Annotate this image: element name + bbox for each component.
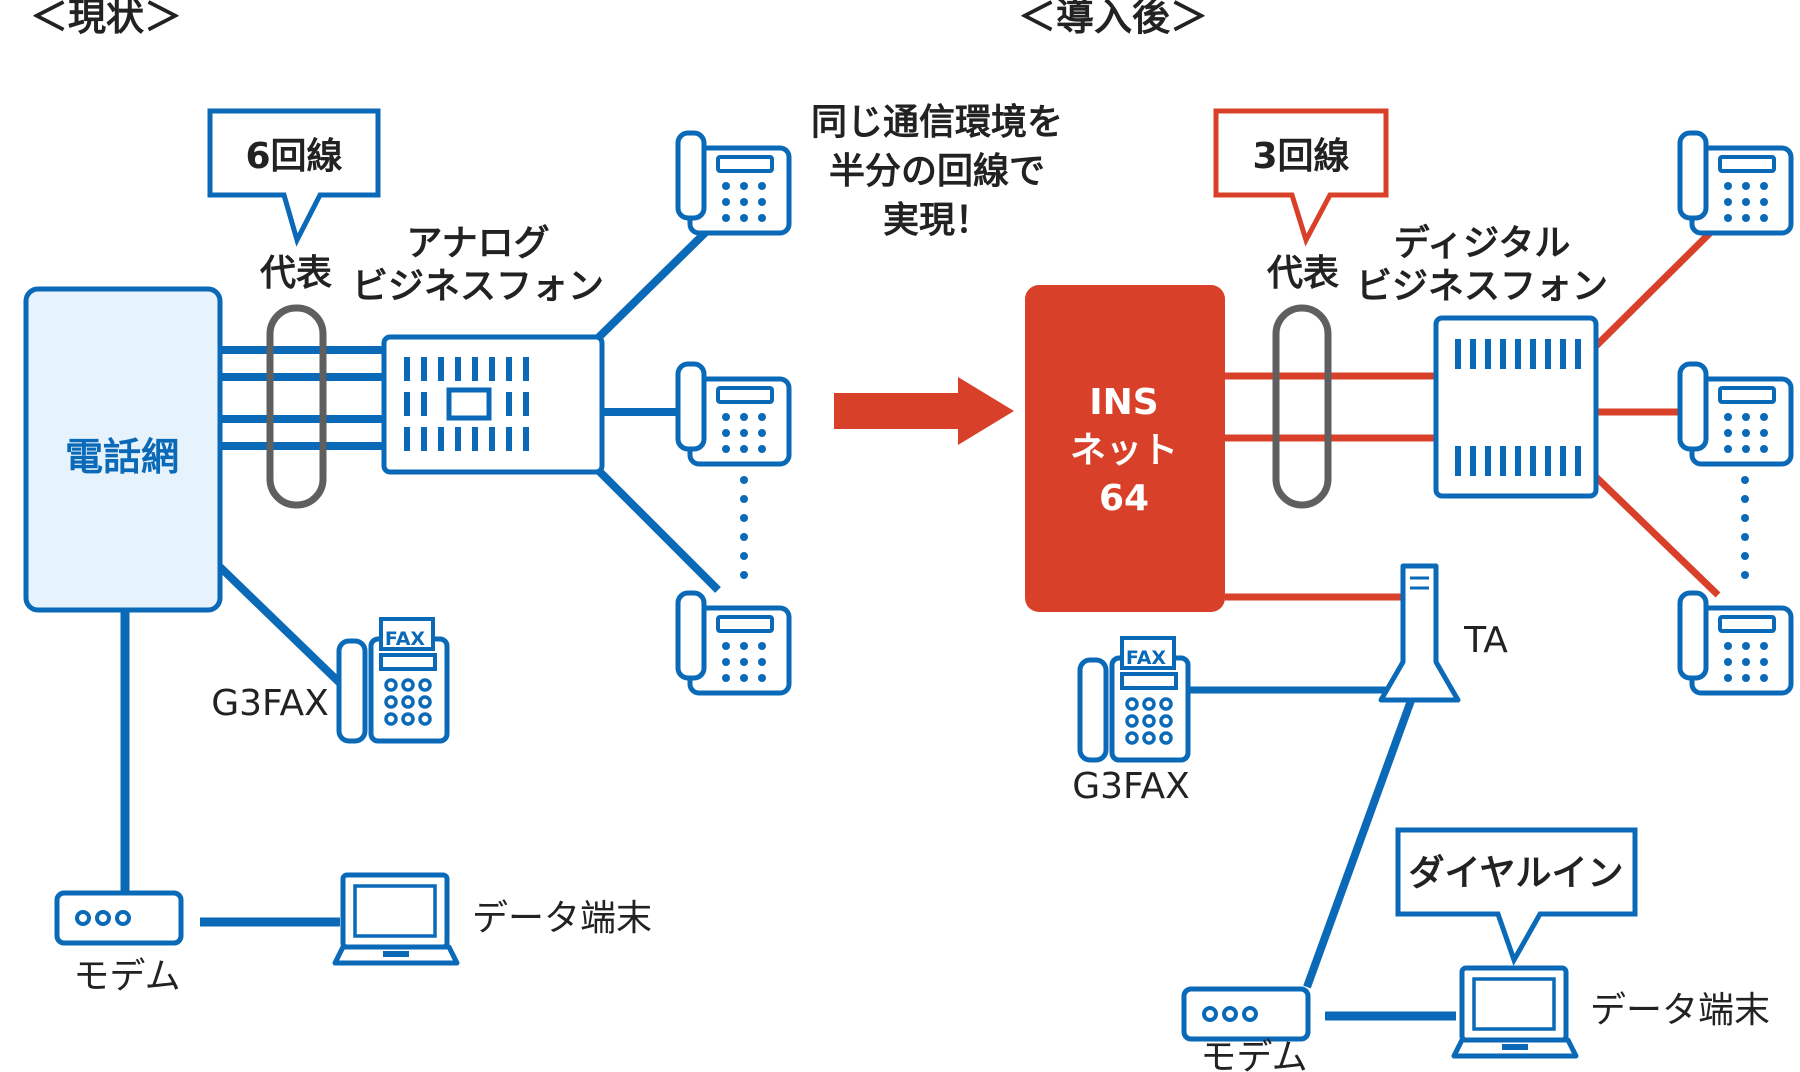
before-terminal-icon [335, 875, 457, 963]
after-fax-label: G3FAX [1072, 766, 1190, 807]
after-daihyo-label: 代表 [1266, 253, 1339, 294]
before-fax-label: G3FAX [211, 683, 329, 724]
message-line2: 半分の回線で [829, 151, 1045, 192]
after-terminal-icon [1454, 968, 1576, 1056]
transition-arrow [834, 377, 1014, 445]
before-heading: ＜現状＞ [30, 0, 182, 39]
before-modem-label: モデム [73, 956, 180, 997]
before-terminal-label: データ端末 [472, 898, 652, 939]
after-modem-line [1303, 693, 1417, 989]
before-network-label: 電話網 [65, 435, 179, 479]
after-pbx-slots [1455, 339, 1581, 476]
after-network-line1: INS [1089, 382, 1158, 423]
before-phone-system-line1: アナログ [406, 223, 549, 264]
after-modem-icon [1184, 989, 1308, 1039]
after-phone-system-line1: ディジタル [1394, 222, 1571, 264]
after-terminal-label: データ端末 [1590, 990, 1770, 1031]
before-phone-system-line2: ビジネスフォン [352, 266, 604, 307]
after-fax-icon-text: FAX [1126, 647, 1167, 669]
after-phone-2 [1680, 364, 1791, 464]
after-heading: ＜導入後＞ [1018, 0, 1208, 39]
before-pbx-slots [404, 357, 529, 451]
before-fax-line [217, 564, 348, 691]
before-bundle-ring [266, 304, 327, 509]
after-ta-label: TA [1463, 620, 1508, 661]
after-ta-icon [1378, 563, 1461, 703]
after-ins-net-box [1025, 285, 1225, 612]
after-network-line2: ネット [1070, 430, 1178, 471]
message-line1: 同じ通信環境を [811, 102, 1063, 143]
after-dialin-callout-bubble [1395, 827, 1638, 967]
before-fax-icon-text: FAX [385, 628, 426, 650]
after-phone-system-line2: ビジネスフォン [1356, 266, 1608, 307]
message-line3: 実現！ [883, 200, 991, 241]
after-callout-text: 3回線 [1252, 136, 1349, 177]
before-phone-2 [678, 364, 789, 464]
after-bundle-ring [1272, 304, 1332, 509]
after-phone-3 [1680, 593, 1791, 693]
before-phone-3 [678, 593, 789, 693]
before-pbx-center [446, 387, 492, 421]
before-telephone-network-box [23, 286, 223, 613]
after-phone-ellipsis [1741, 476, 1749, 579]
before-extension-lines [595, 225, 721, 593]
before-daihyo-label: 代表 [259, 253, 332, 294]
after-callout-bubble [1213, 108, 1389, 247]
after-dialin-callout-text: ダイヤルイン [1409, 853, 1624, 894]
before-trunk-lines [220, 346, 384, 450]
after-network-line3: 64 [1099, 478, 1149, 519]
before-callout-text: 6回線 [245, 136, 342, 177]
after-modem-label: モデム [1200, 1037, 1307, 1072]
before-modem-icon [57, 893, 181, 943]
after-phone-1 [1680, 133, 1791, 233]
before-phone-1 [678, 133, 789, 233]
after-extension-lines [1593, 227, 1721, 598]
before-phone-ellipsis [740, 476, 748, 579]
before-callout-bubble [207, 108, 381, 247]
